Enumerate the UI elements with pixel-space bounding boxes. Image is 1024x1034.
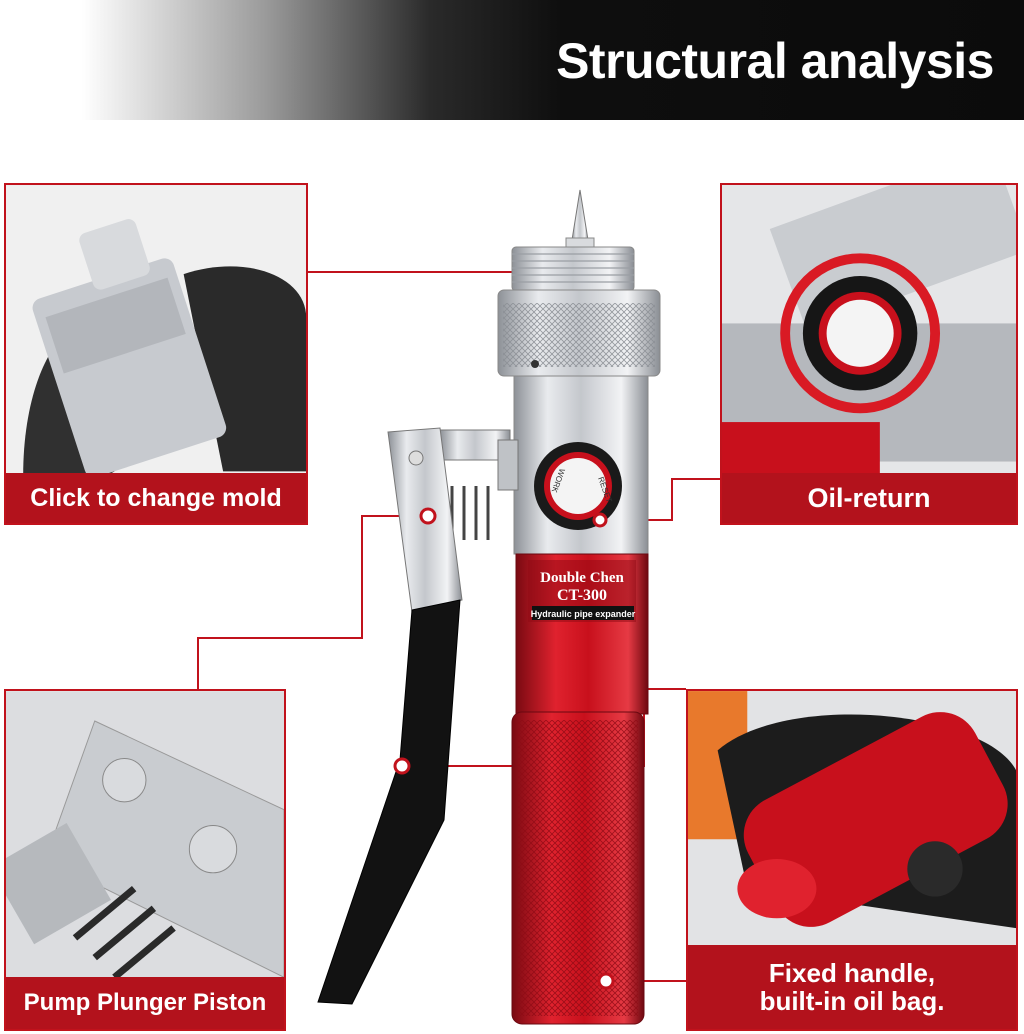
- description-text: Hydraulic pipe expander: [531, 609, 636, 619]
- callout-pump-plunger: Pump Plunger Piston: [4, 689, 286, 1031]
- model-text: CT-300: [557, 587, 607, 604]
- pump-plunger-photo: [6, 691, 284, 1029]
- handle-label-line1: Fixed handle,: [768, 958, 936, 988]
- handle-label: Fixed handle, built-in oil bag.: [688, 945, 1016, 1029]
- oil-return-label: Oil-return: [722, 473, 1016, 523]
- mold-photo: [6, 185, 306, 523]
- callout-fixed-handle: Fixed handle, built-in oil bag.: [686, 689, 1018, 1031]
- callout-change-mold: Click to change mold: [4, 183, 308, 525]
- callout-oil-return: Oil-return: [720, 183, 1018, 525]
- page-title: Structural analysis: [556, 33, 994, 89]
- mold-label: Click to change mold: [6, 473, 306, 523]
- pump-plunger-label: Pump Plunger Piston: [6, 977, 284, 1029]
- oil-return-photo: [722, 185, 1016, 523]
- header-banner: Structural analysis: [0, 0, 1024, 120]
- brand-text: Double Chen: [540, 570, 624, 586]
- handle-label-line2: built-in oil bag.: [759, 986, 945, 1016]
